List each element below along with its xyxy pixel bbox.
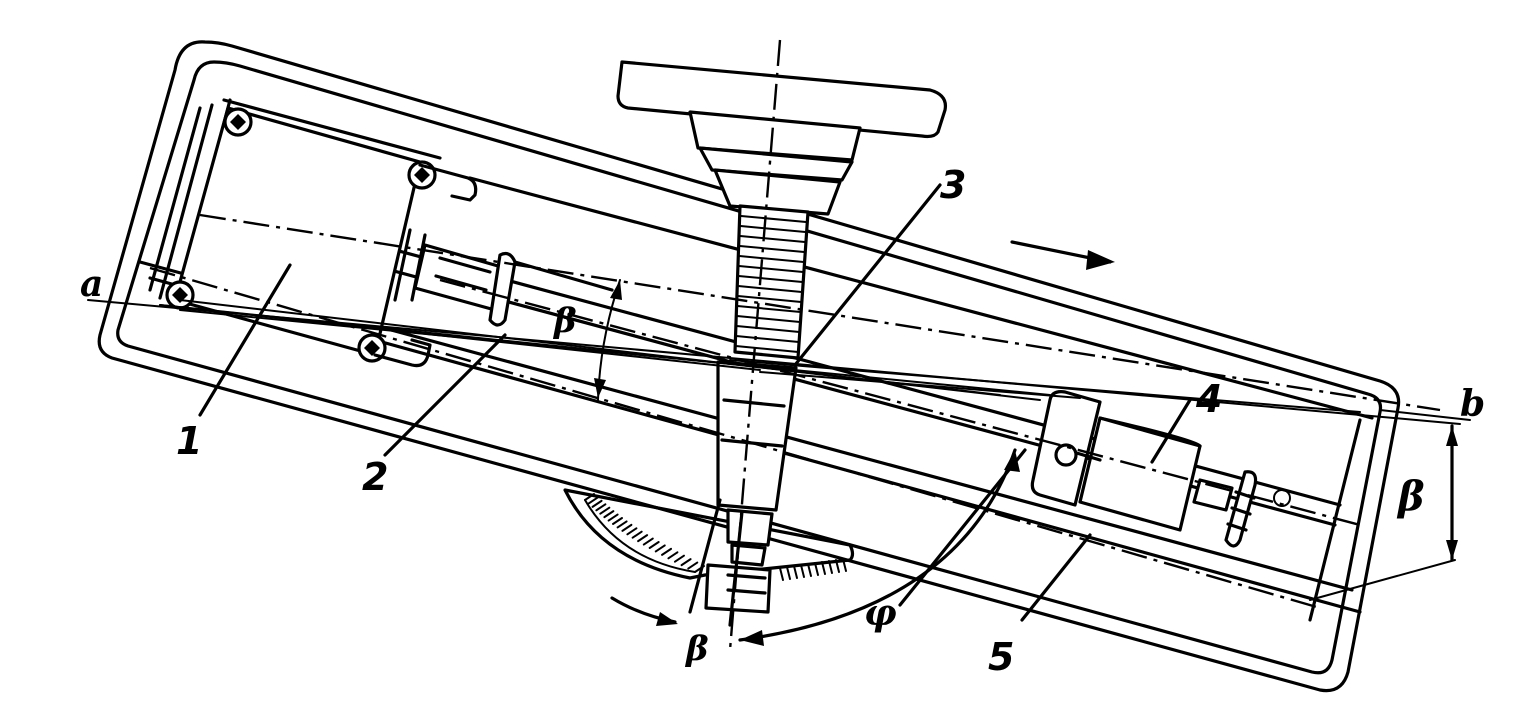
part-1-housing: [148, 103, 478, 368]
label-b: b: [1460, 383, 1485, 425]
label-part-4: 4: [1195, 377, 1222, 421]
protractor-dial: [563, 488, 855, 581]
center-lines: [149, 39, 1441, 651]
dial-scale-ticks: [584, 493, 847, 581]
label-part-1: 1: [176, 419, 202, 463]
label-beta-bottom: β: [684, 629, 709, 669]
label-beta-right: β: [1396, 473, 1425, 520]
label-phi: φ: [864, 592, 897, 634]
label-beta-top: β: [552, 301, 577, 341]
axis-line-a-b: [87, 299, 1471, 601]
label-part-3: 3: [940, 163, 966, 207]
label-part-5: 5: [988, 635, 1014, 679]
label-part-2: 2: [362, 455, 388, 499]
part-3-screw: [616, 60, 948, 614]
motion-arrow: [1010, 240, 1115, 270]
part-4-tailstock: [1030, 390, 1291, 548]
outer-frame: [97, 40, 1401, 693]
beta-arc-bottom: [610, 498, 744, 627]
screw-threads: [734, 215, 807, 353]
part-2-chuck: [413, 243, 614, 327]
label-a: a: [80, 263, 103, 305]
beta-arc-top: [594, 279, 622, 401]
phi-arc: [738, 448, 1020, 646]
beta-dimension-right: [1446, 424, 1458, 562]
leader-lines: [198, 183, 1192, 622]
